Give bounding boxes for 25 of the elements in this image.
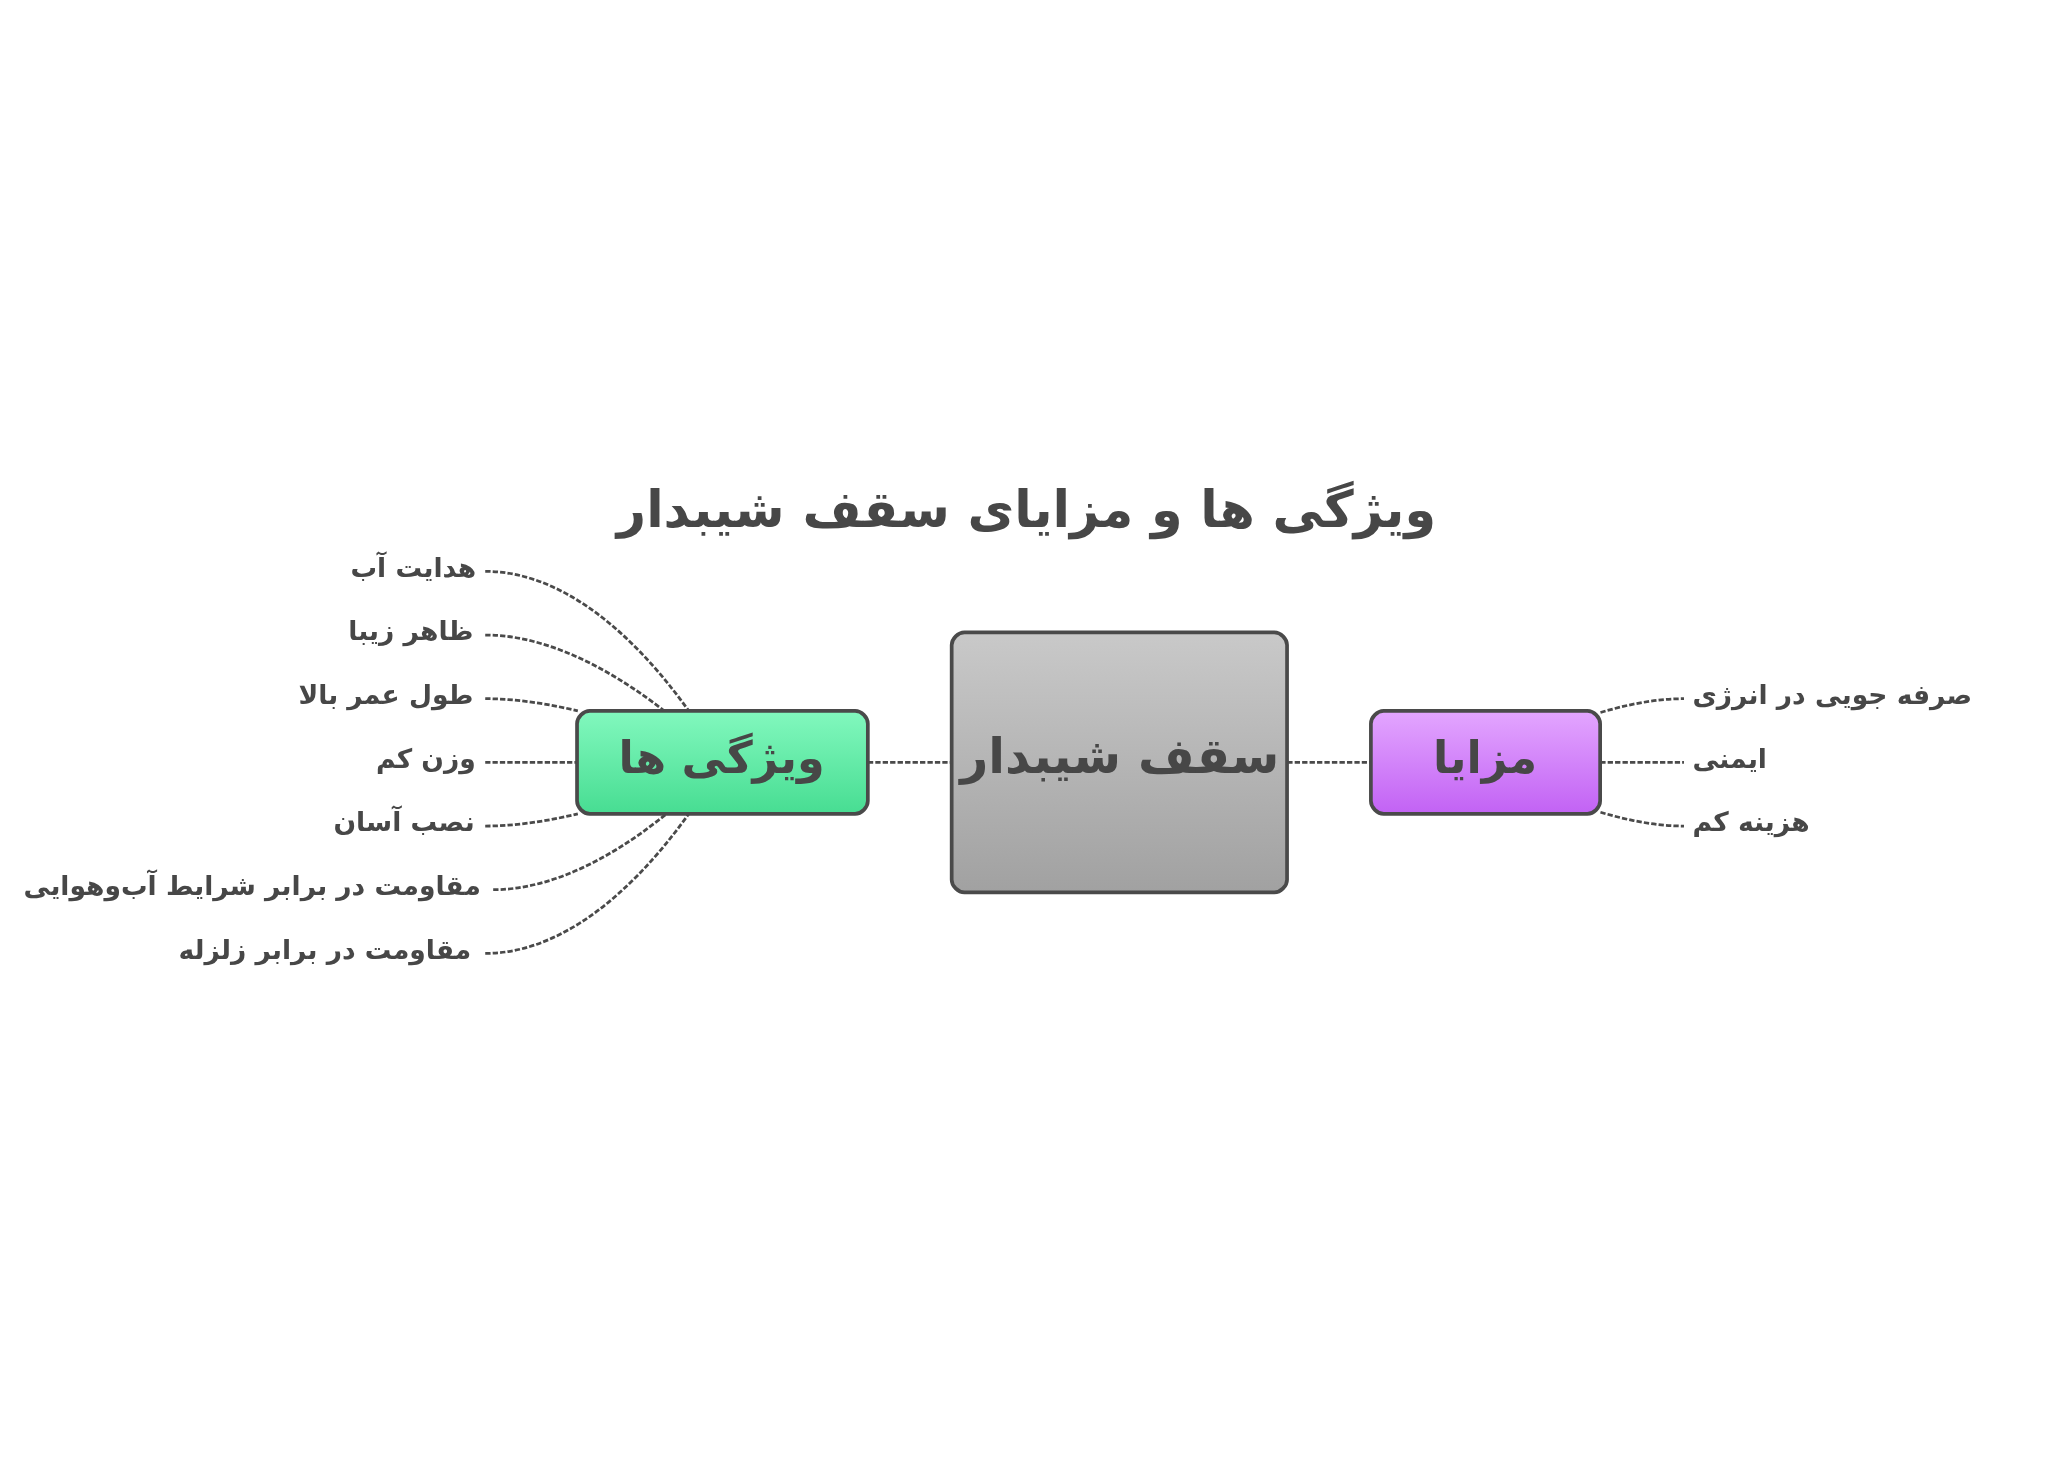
node-text: وزن کم bbox=[375, 742, 476, 774]
node-box: مزایا bbox=[1368, 708, 1602, 816]
connector bbox=[484, 696, 578, 712]
connector bbox=[492, 812, 667, 891]
diagram-title: ویژگی ها و مزایای سقف شیبدار bbox=[616, 479, 1436, 539]
node-text: هزینه کم bbox=[1691, 805, 1810, 837]
connector bbox=[1599, 696, 1684, 714]
node-box: سقف شیبدار bbox=[949, 630, 1289, 894]
connector bbox=[1599, 810, 1684, 827]
node-text: طول عمر بالا bbox=[297, 678, 474, 710]
node-text: صرفه جویی در انرژی bbox=[1691, 678, 1972, 710]
node-text: نصب آسان bbox=[332, 805, 475, 837]
node-box: ویژگی ها bbox=[574, 708, 870, 816]
node-text: ایمنی bbox=[1691, 742, 1767, 774]
connector bbox=[484, 812, 578, 827]
node-text: هدایت آب bbox=[349, 551, 476, 583]
connector bbox=[484, 812, 690, 955]
connector bbox=[484, 760, 577, 764]
connector bbox=[867, 760, 952, 764]
node-text: ظاهر زیبا bbox=[347, 614, 473, 646]
node-text: مقاومت در برابر شرایط آب‌وهوایی bbox=[23, 869, 481, 901]
connector bbox=[484, 633, 665, 712]
connector bbox=[1599, 760, 1684, 764]
connector bbox=[484, 569, 690, 711]
node-text: مقاومت در برابر زلزله bbox=[178, 933, 471, 965]
